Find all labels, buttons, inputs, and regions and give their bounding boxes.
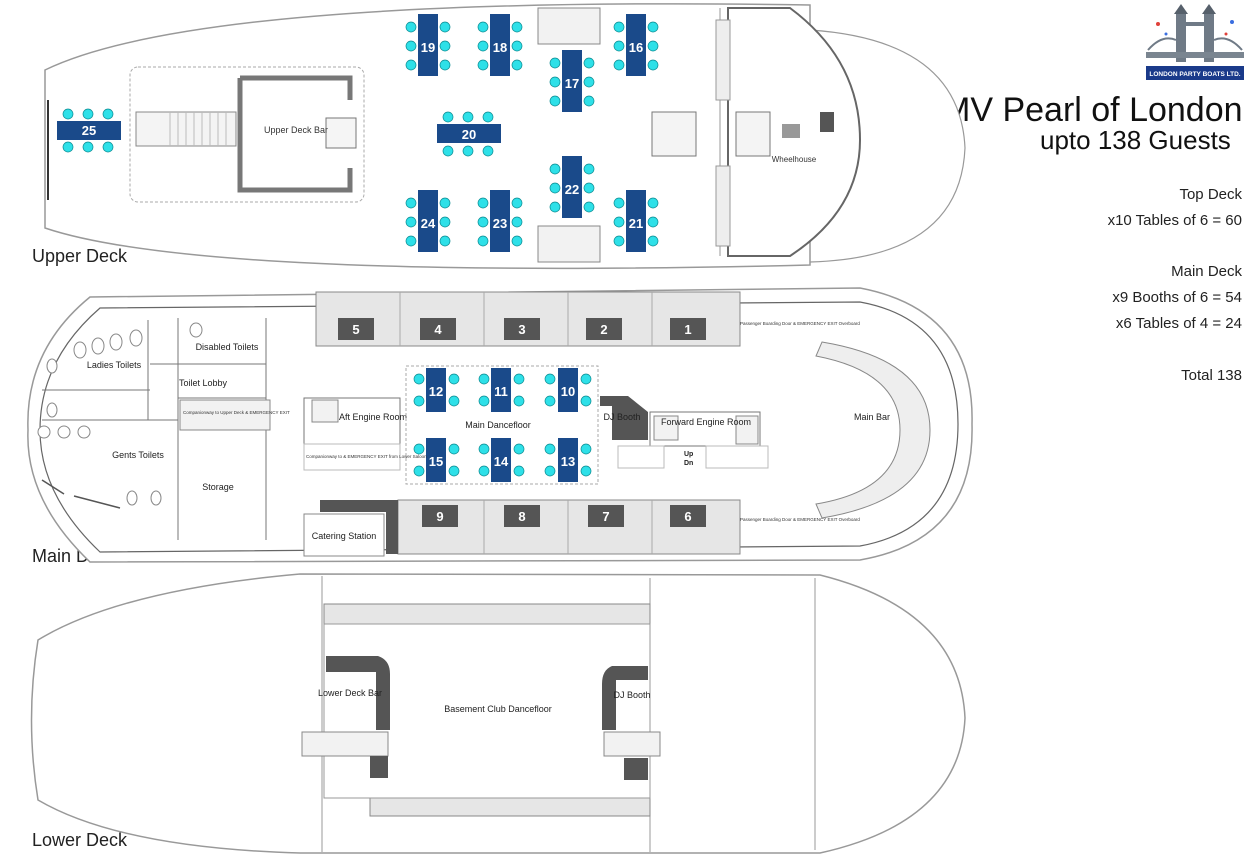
table-10[interactable]: 10 <box>558 368 578 412</box>
svg-text:3: 3 <box>518 322 525 337</box>
lower-deck-label: Lower Deck <box>32 830 128 850</box>
main-hull <box>27 287 973 563</box>
table-22[interactable]: 22 <box>562 156 582 218</box>
upper-deck-bar-label: Upper Deck Bar <box>264 125 328 135</box>
svg-text:8: 8 <box>518 509 525 524</box>
lower-dj-booth-label: DJ Booth <box>613 690 650 700</box>
top-deck-heading: Top Deck <box>1179 186 1242 203</box>
svg-text:5: 5 <box>352 322 359 337</box>
table-15[interactable]: 15 <box>426 438 446 482</box>
svg-text:15: 15 <box>429 454 443 469</box>
main-deck-plan: 5 4 3 2 1 9 8 7 6 Catering Station Disab… <box>27 287 973 563</box>
storage-label: Storage <box>202 482 234 492</box>
svg-text:25: 25 <box>82 123 96 138</box>
forward-engine-room-label: Forward Engine Room <box>661 417 751 427</box>
vessel-title: MV Pearl of London <box>942 91 1243 129</box>
booth-3[interactable]: 3 <box>504 318 540 340</box>
table-18[interactable]: 18 <box>490 14 510 76</box>
boarding-door-note-top: Passenger Boarding Door & EMERGENCY EXIT… <box>740 321 860 326</box>
booth-7[interactable]: 7 <box>588 505 624 527</box>
boarding-door-note-bottom: Passenger Boarding Door & EMERGENCY EXIT… <box>740 517 860 522</box>
booth-1[interactable]: 1 <box>670 318 706 340</box>
svg-text:12: 12 <box>429 384 443 399</box>
svg-text:16: 16 <box>629 40 643 55</box>
main-deck-booths: x9 Booths of 6 = 54 <box>1112 289 1242 306</box>
wheelhouse-label: Wheelhouse <box>772 155 817 164</box>
lower-hull <box>30 573 966 854</box>
main-dancefloor-label: Main Dancefloor <box>465 420 531 430</box>
table-24[interactable]: 24 <box>418 190 438 252</box>
svg-text:13: 13 <box>561 454 575 469</box>
logo-text: LONDON PARTY BOATS LTD. <box>1149 71 1240 78</box>
svg-text:11: 11 <box>494 384 508 399</box>
disabled-toilets-label: Disabled Toilets <box>196 342 259 352</box>
svg-text:23: 23 <box>493 216 507 231</box>
deck-plan: Upper Deck Bar Wheelhouse 25 20 <box>27 3 973 854</box>
table-14[interactable]: 14 <box>491 438 511 482</box>
table-21[interactable]: 21 <box>626 190 646 252</box>
main-deck-summary: Main Deck x9 Booths of 6 = 54 x6 Tables … <box>1112 259 1242 337</box>
table-25[interactable]: 25 <box>57 121 121 140</box>
top-deck-tables: x10 Tables of 6 = 60 <box>1107 212 1242 229</box>
table-17[interactable]: 17 <box>562 50 582 112</box>
table-20[interactable]: 20 <box>437 124 501 143</box>
svg-text:21: 21 <box>629 216 643 231</box>
svg-text:19: 19 <box>421 40 435 55</box>
booth-4[interactable]: 4 <box>420 318 456 340</box>
booth-2[interactable]: 2 <box>586 318 622 340</box>
table-12[interactable]: 12 <box>426 368 446 412</box>
svg-text:22: 22 <box>565 182 579 197</box>
catering-station-label: Catering Station <box>312 531 377 541</box>
companionway-upper-note: Companionway to Upper Deck & EMERGENCY E… <box>183 410 290 415</box>
ladies-toilets-label: Ladies Toilets <box>87 360 142 370</box>
svg-text:24: 24 <box>421 216 436 231</box>
gents-toilets-label: Gents Toilets <box>112 450 164 460</box>
aft-engine-room-label: Aft Engine Room <box>339 412 407 422</box>
top-deck-summary: Top Deck x10 Tables of 6 = 60 <box>1108 182 1242 234</box>
upper-deck-plan: Upper Deck Bar Wheelhouse 25 20 <box>44 3 966 270</box>
svg-text:6: 6 <box>684 509 691 524</box>
svg-text:17: 17 <box>565 76 579 91</box>
booth-9[interactable]: 9 <box>422 505 458 527</box>
booth-6[interactable]: 6 <box>670 505 706 527</box>
svg-text:20: 20 <box>462 127 476 142</box>
lower-deck-bar-label: Lower Deck Bar <box>318 688 382 698</box>
table-11[interactable]: 11 <box>491 368 511 412</box>
svg-text:9: 9 <box>436 509 443 524</box>
table-16[interactable]: 16 <box>626 14 646 76</box>
tower-bridge-icon <box>1146 4 1244 62</box>
svg-text:7: 7 <box>602 509 609 524</box>
svg-text:4: 4 <box>434 322 442 337</box>
booth-8[interactable]: 8 <box>504 505 540 527</box>
total-capacity: Total 138 <box>1181 367 1242 384</box>
main-bar-label: Main Bar <box>854 412 890 422</box>
toilet-lobby-label: Toilet Lobby <box>179 378 228 388</box>
main-deck-heading: Main Deck <box>1171 263 1242 280</box>
basement-club-label: Basement Club Dancefloor <box>444 704 552 714</box>
stairs-up-label: Up <box>684 451 693 458</box>
stairs-down-label: Dn <box>684 460 693 467</box>
table-23[interactable]: 23 <box>490 190 510 252</box>
guest-capacity: upto 138 Guests <box>1040 125 1231 155</box>
booth-5[interactable]: 5 <box>338 318 374 340</box>
svg-text:18: 18 <box>493 40 507 55</box>
lower-deck-plan: Lower Deck Bar Basement Club Dancefloor … <box>30 573 966 854</box>
companionway-lower-note: Companionway to & EMERGENCY EXIT from Lo… <box>306 454 427 459</box>
upper-deck-label: Upper Deck <box>32 246 128 266</box>
main-deck-tables: x6 Tables of 4 = 24 <box>1115 315 1242 332</box>
svg-text:1: 1 <box>684 322 691 337</box>
svg-text:2: 2 <box>600 322 607 337</box>
company-logo: LONDON PARTY BOATS LTD. <box>1146 4 1244 84</box>
table-19[interactable]: 19 <box>418 14 438 76</box>
dj-booth-label: DJ Booth <box>603 412 640 422</box>
table-13[interactable]: 13 <box>558 438 578 482</box>
svg-text:10: 10 <box>561 384 575 399</box>
svg-text:14: 14 <box>494 454 509 469</box>
